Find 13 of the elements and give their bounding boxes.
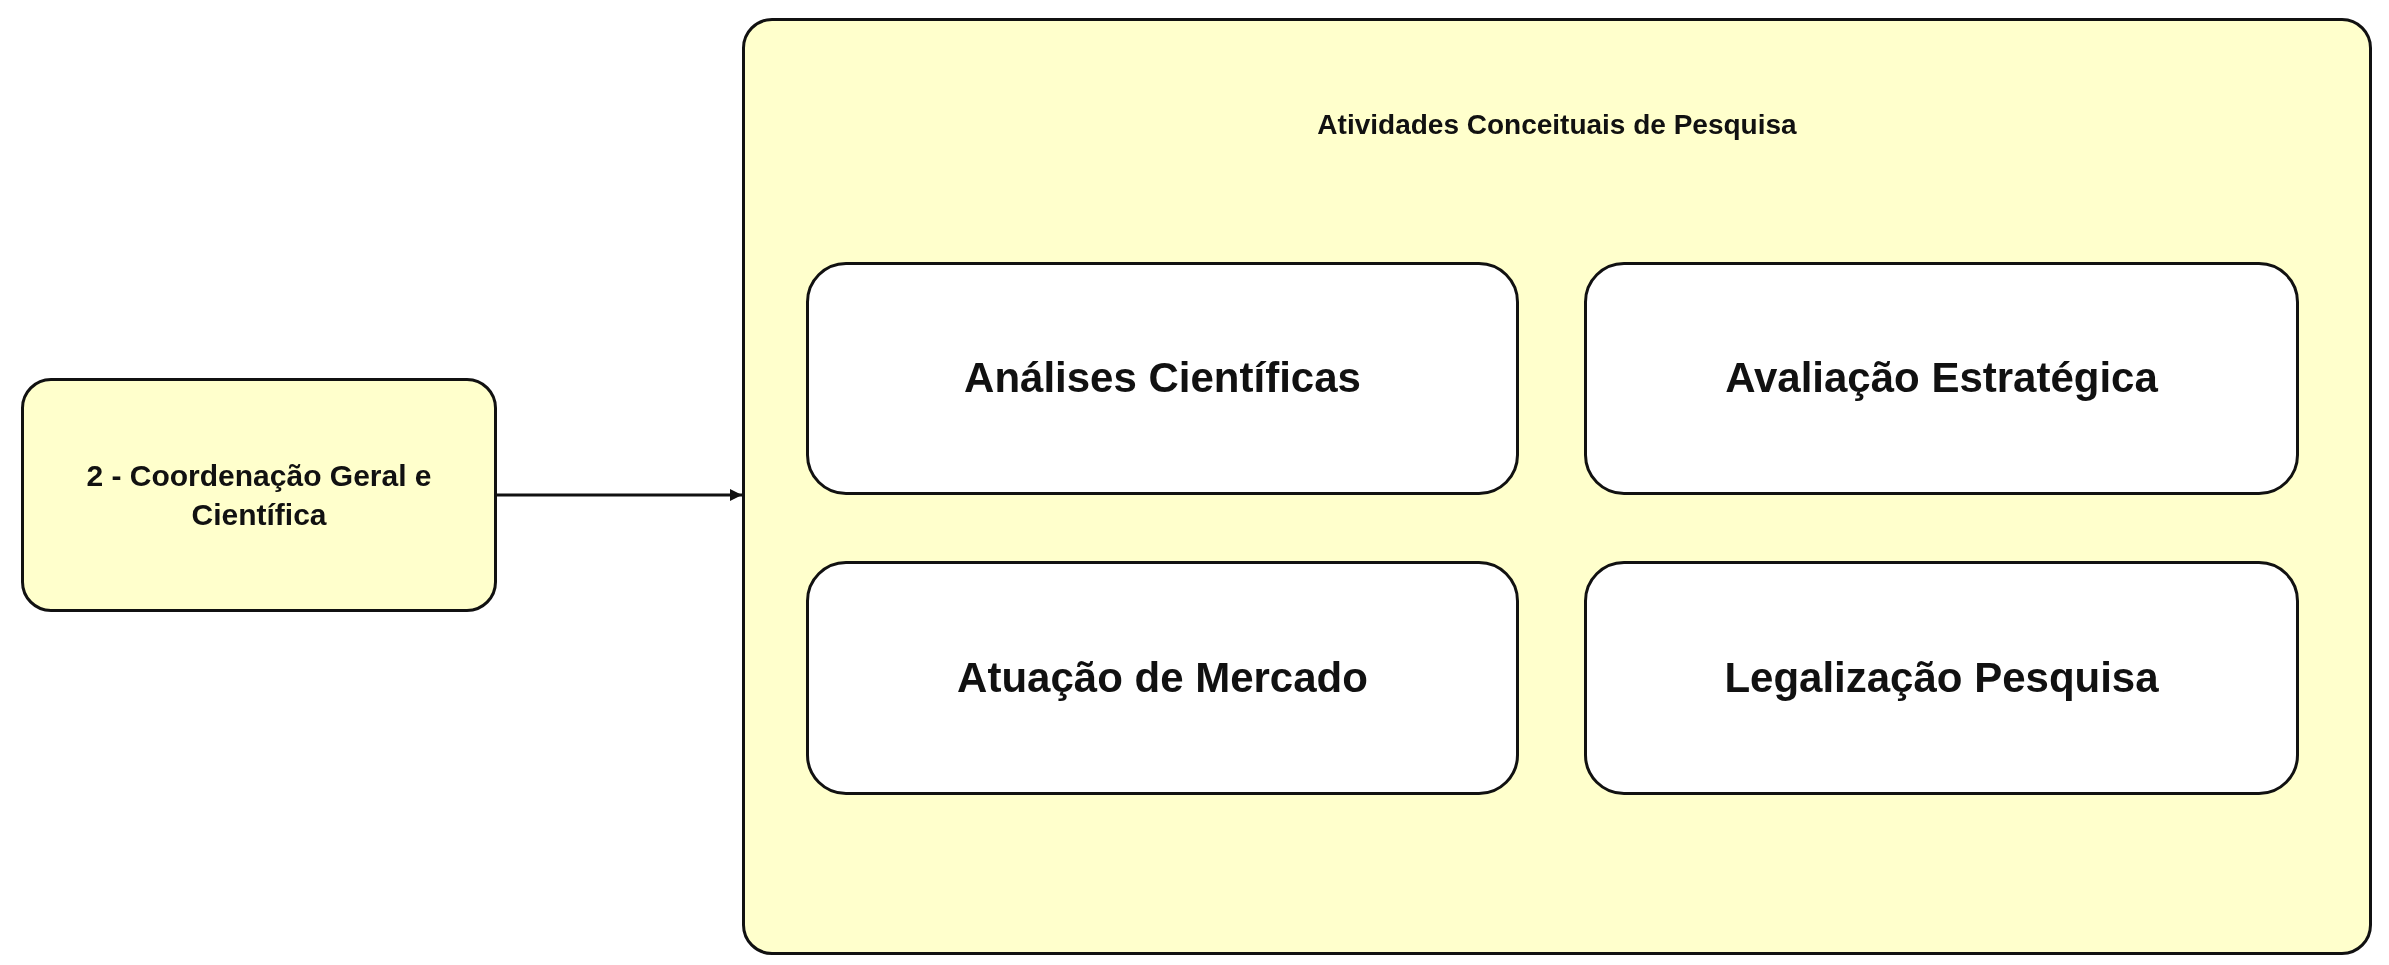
group-panel — [742, 18, 2372, 955]
process-box — [21, 378, 497, 612]
panel-title: Atividades Conceituais de Pesquisa — [1317, 108, 1797, 142]
process-box — [1584, 262, 2299, 495]
box-label: Legalização Pesquisa — [1723, 652, 2160, 703]
box-label: Avaliação Estratégica — [1724, 353, 2159, 404]
box-label: Análises Científicas — [963, 353, 1362, 404]
process-box — [1584, 561, 2299, 795]
process-box — [806, 561, 1519, 795]
process-box — [806, 262, 1519, 495]
box-label: Atuação de Mercado — [956, 652, 1369, 703]
box-label: 2 - Coordenação Geral e Científica — [85, 458, 433, 533]
arrow — [497, 489, 742, 501]
